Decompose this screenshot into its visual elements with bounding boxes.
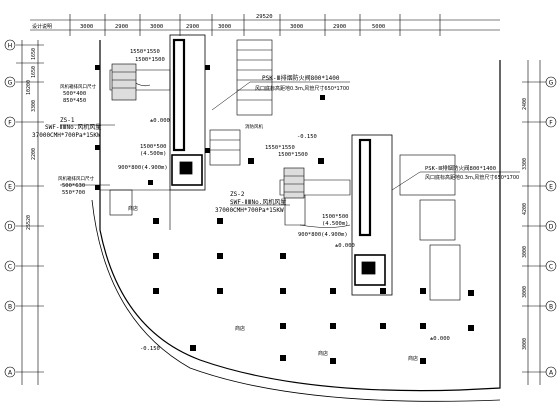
mid-duct1: 1550*1550 [265, 145, 295, 151]
axis-right-F: F [549, 120, 553, 127]
axis-right-B: B [549, 304, 553, 311]
left-dim-1: 2200 [31, 148, 37, 160]
unit2-label: ZS-2 [230, 191, 245, 198]
room-label-1: 商店 [128, 205, 138, 212]
axis-left-C: C [8, 264, 12, 271]
stair-core-right [351, 134, 393, 296]
left-dim-6: 25520 [26, 215, 32, 230]
duct-c-label: 1500*500 [140, 144, 167, 150]
level1-label: ±0.000 [150, 118, 170, 124]
unit2-spec: SWF-ⅡⅢNo.风机风量 [230, 198, 286, 206]
psk-right-label: PSK-Ⅲ排烟防火阀800*1400 [425, 164, 496, 172]
stair-core-left [169, 34, 206, 191]
unit1-label: ZS-1 [60, 117, 75, 124]
columns [95, 65, 474, 364]
right-dim-2: 4200 [522, 203, 528, 215]
mid-level: -0.150 [297, 134, 317, 140]
damper-a-size1: 500*400 [63, 91, 86, 97]
axis-left-G: G [8, 80, 13, 87]
room-label-4: 商店 [408, 355, 418, 362]
mid-duct2: 1500*1500 [278, 152, 308, 158]
top-dim-0: 3000 [80, 24, 93, 30]
left-dimension-chain [16, 40, 44, 385]
duct-d-label: 900*800(4.900m) [118, 165, 168, 171]
level4-label: ±0.000 [430, 336, 450, 342]
right-dim-5: 3000 [522, 338, 528, 350]
axis-left-D: D [8, 224, 13, 231]
duct-e-elev: (4.500m) [322, 221, 349, 227]
right-dim-0: 2400 [522, 98, 528, 110]
ducts [109, 69, 461, 301]
damper-a-note: 风机箱排风口尺寸 [60, 83, 96, 90]
damper-a-size2: 850*450 [63, 98, 86, 104]
right-dim-4: 3000 [522, 286, 528, 298]
duct-e-label: 1500*500 [322, 214, 349, 220]
axis-left-E: E [8, 184, 12, 191]
unit1-spec: SWF-ⅡⅢNo.风机风量 [45, 123, 101, 131]
psk-top-label: PSK-Ⅲ排烟防火阀800*1400 [262, 74, 340, 82]
duct-b-label: 1500*1500 [135, 57, 165, 63]
top-dim-5: 29520 [256, 14, 273, 20]
duct-f-label: 900*800(4.900m) [298, 232, 348, 238]
lower-damper-note: 风机箱排风口尺寸 [58, 175, 94, 182]
axis-left-H: H [8, 43, 13, 50]
psk-top-note: 风口底标高距地0.3m,风管尺寸650*1700 [255, 85, 349, 92]
top-dimension-chain [30, 14, 500, 36]
left-dim-4: 10200 [26, 80, 32, 95]
right-dim-1: 3300 [522, 158, 528, 170]
axis-right-G: G [549, 80, 554, 87]
unit1-perf: 37000CMH*700Pa*15KW [32, 132, 101, 139]
level3-label: -0.150 [140, 346, 160, 352]
left-dim-upper-1: 1650 [31, 66, 37, 78]
fan-unit-mid [283, 167, 305, 199]
right-dim-3: 3000 [522, 246, 528, 258]
psk-right-note: 风口底标高距地0.3m,风管尺寸650*1700 [425, 174, 519, 181]
left-axis-bubbles [4, 39, 16, 378]
top-dim-3: 2900 [186, 24, 199, 30]
axis-left-F: F [8, 120, 12, 127]
top-dim-7: 2900 [333, 24, 346, 30]
leader-lines [60, 81, 520, 206]
lower-damper-size2: 550*700 [62, 190, 85, 196]
stair-core-mid [236, 39, 273, 116]
right-axis-bubbles [545, 76, 557, 378]
level2-label: ±0.000 [335, 243, 355, 249]
top-dim-8: 5000 [372, 24, 385, 30]
axis-right-D: D [549, 224, 554, 231]
duct-a-label: 1550*1550 [130, 49, 160, 55]
top-dim-6: 3000 [290, 24, 303, 30]
top-dim-1: 2900 [115, 24, 128, 30]
axis-left-A: A [8, 370, 13, 377]
mid-note: 消防风机 [245, 123, 263, 130]
unit2-perf: 37000CMH*700Pa*15KW [215, 207, 284, 214]
axis-left-B: B [8, 304, 12, 311]
top-dim-4: 3000 [218, 24, 231, 30]
room-label-2: 商店 [235, 325, 245, 332]
axis-right-A: A [549, 370, 554, 377]
top-dim-2: 3000 [150, 24, 163, 30]
top-note: 设计说明 [32, 23, 52, 30]
lower-damper-size1: 500*630 [62, 183, 85, 189]
duct-c-elev: (4.500m) [140, 151, 167, 157]
axis-right-C: C [549, 264, 553, 271]
fan-unit-left [111, 63, 137, 101]
room-label-3: 商店 [318, 350, 328, 357]
right-dimension-chain [522, 60, 546, 385]
left-dim-0: 3300 [31, 100, 37, 112]
left-dim-upper-0: 1650 [31, 48, 37, 60]
axis-right-E: E [549, 184, 553, 191]
